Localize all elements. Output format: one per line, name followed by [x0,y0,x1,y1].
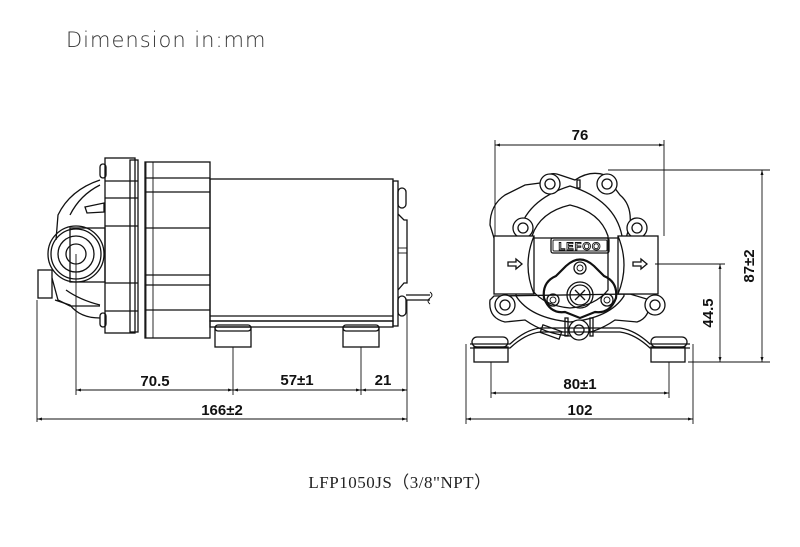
dim-overall-length: 166±2 [201,402,243,419]
dim-overall-height: 87±2 [741,249,758,282]
model-caption: LFP1050JS（3/8"NPT） [308,473,492,492]
dim-mount-spacing: 80±1 [563,376,596,393]
dim-base-width: 102 [567,402,592,419]
page-title: Dimension in:mm [66,28,267,52]
side-view-pump [37,157,433,348]
brand-logo: LEFOO [559,241,602,253]
front-view-pump: LEFOO [470,172,690,363]
dim-port-height: 44.5 [700,298,717,327]
dim-width: 76 [572,127,589,144]
side-view-dimensions: 70.5 57±1 21 166±2 [36,254,408,422]
dim-foot-to-end: 21 [375,372,392,389]
dim-inlet-to-foot: 70.5 [140,373,169,390]
dim-foot-spacing: 57±1 [280,372,313,389]
front-view-dimensions: 76 87±2 44.5 80±1 102 [465,127,770,424]
